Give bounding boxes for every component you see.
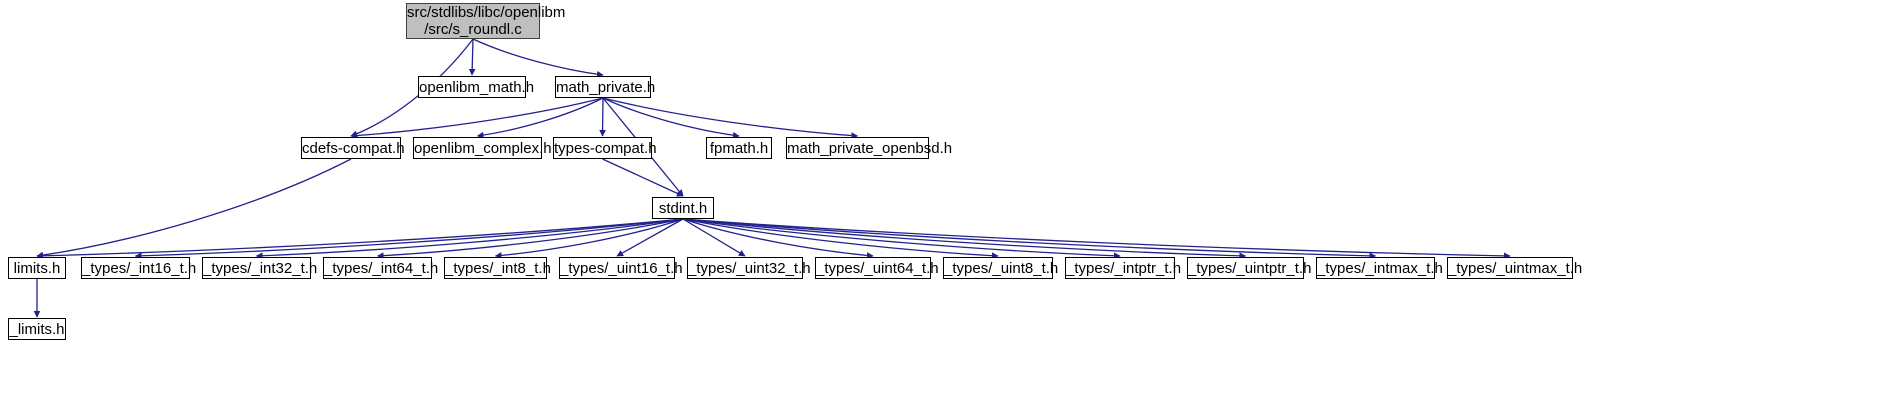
graph-edge-stdint-to-uintmax xyxy=(682,218,1511,260)
graph-node-label: _types/_int64_t.h xyxy=(324,259,439,277)
graph-node-label: _limits.h xyxy=(9,320,65,338)
graph-edge-stdint-to-uintptr xyxy=(682,218,1247,260)
graph-node-label: math_private_openbsd.h xyxy=(787,139,953,157)
graph-node-label: _types/_uint8_t.h xyxy=(944,259,1059,277)
graph-node-label: _types/_uint32_t.h xyxy=(688,259,811,277)
graph-node-label: _types/_int16_t.h xyxy=(82,259,197,277)
graph-node-label: openlibm_complex.h xyxy=(414,139,552,157)
graph-node-uint32[interactable]: _types/_uint32_t.h xyxy=(687,257,811,279)
graph-node-uintptr[interactable]: _types/_uintptr_t.h xyxy=(1187,257,1312,279)
graph-node-cdefs_compat[interactable]: cdefs-compat.h xyxy=(301,137,405,159)
graph-node-_limits[interactable]: _limits.h xyxy=(8,318,66,340)
graph-node-label: stdint.h xyxy=(658,199,708,217)
graph-edge-stdint-to-int16 xyxy=(134,218,684,260)
graph-edge-stdint-to-intptr xyxy=(682,218,1121,260)
graph-node-label: types-compat.h xyxy=(554,139,657,157)
graph-edge-root-to-openlibm_math xyxy=(468,38,476,76)
graph-edge-stdint-to-int8 xyxy=(494,218,684,259)
graph-node-int32[interactable]: _types/_int32_t.h xyxy=(202,257,318,279)
graph-node-uintmax[interactable]: _types/_uintmax_t.h xyxy=(1447,257,1583,279)
graph-edge-math_private-to-cdefs_compat xyxy=(350,97,604,139)
graph-node-label: _types/_intmax_t.h xyxy=(1317,259,1443,277)
graph-node-label: _types/_int32_t.h xyxy=(203,259,318,277)
graph-edge-stdint-to-uint16 xyxy=(616,218,684,257)
graph-edge-stdint-to-uint32 xyxy=(682,218,746,257)
graph-node-stdint[interactable]: stdint.h xyxy=(652,197,714,219)
graph-node-label: cdefs-compat.h xyxy=(302,139,405,157)
graph-node-math_private_openbsd[interactable]: math_private_openbsd.h xyxy=(786,137,953,159)
graph-node-label: _types/_uintptr_t.h xyxy=(1188,259,1312,277)
graph-node-label: fpmath.h xyxy=(709,139,769,157)
graph-node-label: _types/_uint16_t.h xyxy=(560,259,683,277)
graph-node-uint64[interactable]: _types/_uint64_t.h xyxy=(815,257,939,279)
graph-node-openlibm_complex[interactable]: openlibm_complex.h xyxy=(413,137,552,159)
graph-node-label: _types/_uint64_t.h xyxy=(816,259,939,277)
graph-node-int64[interactable]: _types/_int64_t.h xyxy=(323,257,439,279)
graph-edge-stdint-to-uint8 xyxy=(682,218,999,260)
graph-node-root: src/stdlibs/libc/openlibm /src/s_roundl.… xyxy=(406,3,566,39)
graph-node-limits[interactable]: limits.h xyxy=(8,257,66,279)
graph-node-label: _types/_intptr_t.h xyxy=(1066,259,1182,277)
graph-node-intptr[interactable]: _types/_intptr_t.h xyxy=(1065,257,1182,279)
graph-node-math_private[interactable]: math_private.h xyxy=(555,76,656,98)
graph-node-label: limits.h xyxy=(13,259,61,277)
graph-edge-root-to-math_private xyxy=(472,38,604,78)
graph-node-types_compat[interactable]: types-compat.h xyxy=(553,137,657,159)
graph-edge-math_private-to-math_private_openbsd xyxy=(602,97,859,139)
graph-node-int8[interactable]: _types/_int8_t.h xyxy=(444,257,551,279)
graph-node-label: src/stdlibs/libc/openlibm /src/s_roundl.… xyxy=(407,4,566,38)
graph-node-label: _types/_uintmax_t.h xyxy=(1448,259,1583,277)
graph-edge-math_private-to-types_compat xyxy=(599,97,606,137)
graph-edge-stdint-to-uint64 xyxy=(682,218,874,259)
graph-node-label: math_private.h xyxy=(556,78,656,96)
graph-edge-math_private-to-openlibm_complex xyxy=(476,97,604,139)
graph-node-uint16[interactable]: _types/_uint16_t.h xyxy=(559,257,683,279)
graph-edge-math_private-to-fpmath xyxy=(602,97,740,139)
graph-edge-stdint-to-intmax xyxy=(682,218,1377,260)
graph-node-label: openlibm_math.h xyxy=(419,78,535,96)
graph-node-fpmath[interactable]: fpmath.h xyxy=(706,137,772,159)
graph-node-intmax[interactable]: _types/_intmax_t.h xyxy=(1316,257,1443,279)
graph-node-label: _types/_int8_t.h xyxy=(445,259,551,277)
graph-edge-stdint-to-int32 xyxy=(255,218,684,260)
graph-edge-stdint-to-limits xyxy=(36,218,684,260)
graph-node-uint8[interactable]: _types/_uint8_t.h xyxy=(943,257,1059,279)
graph-edge-types_compat-to-stdint xyxy=(602,158,684,197)
graph-node-openlibm_math[interactable]: openlibm_math.h xyxy=(418,76,535,98)
graph-edge-cdefs_compat-to-limits xyxy=(36,158,352,259)
graph-edge-stdint-to-int64 xyxy=(376,218,684,260)
graph-node-int16[interactable]: _types/_int16_t.h xyxy=(81,257,197,279)
